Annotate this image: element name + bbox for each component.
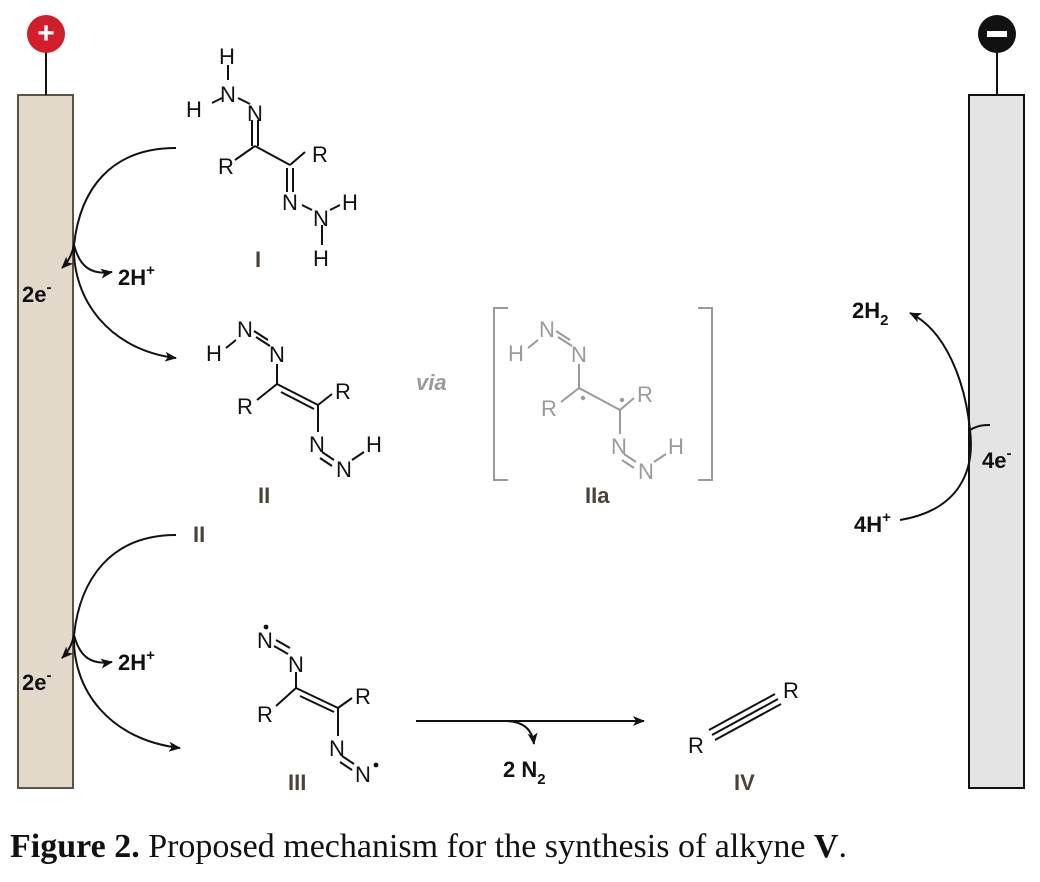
- compound-I-label: I: [255, 247, 261, 272]
- atom: H: [508, 341, 524, 366]
- compound-III-structure: [273, 639, 355, 771]
- radical-dot: [619, 397, 625, 403]
- atom: R: [355, 684, 371, 709]
- cathode-reactant: 4H+: [854, 509, 891, 537]
- compound-II-structure: [225, 330, 365, 467]
- n2-elimination-label: 2 N2: [503, 757, 546, 788]
- anode-step-1-protons: 2H+: [118, 262, 155, 290]
- atom: R: [237, 394, 253, 419]
- atom: R: [637, 382, 653, 407]
- compound-IV-atoms: R R: [688, 678, 799, 758]
- atom: R: [541, 396, 557, 421]
- compound-II-reference: II: [193, 522, 205, 547]
- cathode-plate: [968, 94, 1025, 789]
- atom: N: [329, 736, 345, 761]
- atom: R: [312, 142, 328, 167]
- cathode: [968, 15, 1025, 789]
- atom: N: [288, 652, 304, 677]
- compound-IV-structure: [708, 693, 782, 741]
- atom: N: [571, 342, 587, 367]
- caption-text: Proposed mechanism for the synthesis of …: [139, 828, 814, 865]
- cathode-minus-bar: [987, 31, 1007, 37]
- bracket-right: [698, 307, 713, 481]
- compound-III-label: III: [288, 770, 306, 795]
- bracket-left: [493, 307, 508, 481]
- atom: N: [313, 206, 329, 231]
- anode-step-1-electrons: 2e-: [22, 279, 51, 307]
- elimination-arrow: [416, 716, 645, 745]
- compound-II-label: II: [258, 483, 270, 508]
- anode-plus-icon: [27, 15, 65, 53]
- compound-IIa-atoms: N H N R R N N H: [508, 317, 684, 484]
- atom: N: [355, 762, 371, 787]
- compound-IV-label: IV: [734, 770, 755, 795]
- atom: N: [336, 457, 352, 482]
- atom: N: [638, 459, 654, 484]
- atom: N: [539, 317, 555, 342]
- compound-III-atoms: N N R R N N: [257, 628, 371, 787]
- radical-dot: [263, 624, 269, 630]
- cathode-product: 2H2: [852, 298, 888, 329]
- caption-end: .: [838, 828, 847, 865]
- atom: R: [218, 154, 234, 179]
- atom: N: [282, 190, 298, 215]
- atom: H: [342, 190, 358, 215]
- cathode-arrows: [899, 312, 991, 521]
- caption-compound: V: [813, 828, 839, 865]
- compound-IIa-label: IIa: [585, 483, 610, 508]
- anode-step-2-protons: 2H+: [118, 647, 155, 675]
- atom: N: [611, 434, 627, 459]
- anode-sign: +: [37, 17, 55, 50]
- via-label: via: [416, 370, 447, 395]
- caption-label: Figure 2.: [10, 828, 140, 865]
- atom: R: [335, 379, 351, 404]
- atom: H: [668, 434, 684, 459]
- atom: N: [257, 628, 273, 653]
- atom: H: [219, 44, 235, 69]
- anode-step-1-arrows: [61, 147, 177, 362]
- compound-I-structure: [211, 65, 341, 245]
- anode-plate: [17, 94, 74, 789]
- anode: +: [17, 15, 74, 789]
- atom: R: [783, 678, 799, 703]
- anode-step-2-arrows: [61, 534, 181, 752]
- atom: H: [313, 246, 329, 271]
- atom: N: [269, 342, 285, 367]
- atom: R: [257, 702, 273, 727]
- atom: N: [247, 101, 263, 126]
- compound-I-atoms: H N H N R R N N H H: [186, 44, 358, 271]
- anode-step-2-electrons: 2e-: [22, 667, 51, 695]
- figure-caption: Figure 2. Proposed mechanism for the syn…: [10, 828, 1030, 866]
- atom: N: [220, 82, 236, 107]
- radical-dot: [580, 395, 586, 401]
- atom: H: [186, 97, 202, 122]
- atom: N: [309, 432, 325, 457]
- compound-II-atoms: N H N R R N N H: [206, 317, 382, 482]
- atom: R: [688, 733, 704, 758]
- atom: H: [366, 432, 382, 457]
- cathode-electrons: 4e-: [982, 445, 1011, 473]
- radical-dot: [373, 762, 379, 768]
- compound-IIa-structure: [527, 330, 667, 469]
- atom: H: [206, 341, 222, 366]
- atom: N: [237, 317, 253, 342]
